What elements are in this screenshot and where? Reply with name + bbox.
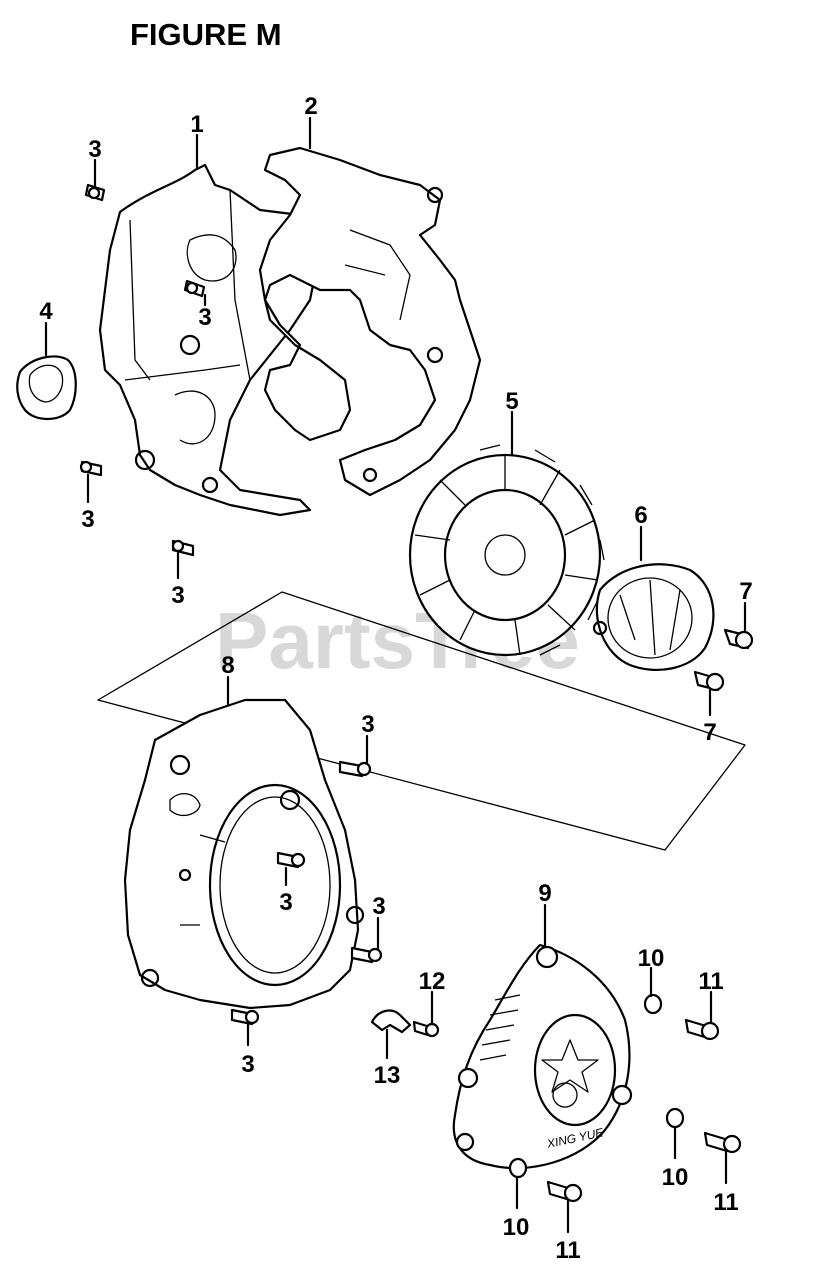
part-13-clip[interactable] xyxy=(370,1009,412,1034)
callout-6: 6 xyxy=(634,502,647,529)
callout-8: 8 xyxy=(221,652,234,679)
callout-7: 7 xyxy=(739,578,752,605)
callout-11: 11 xyxy=(713,1189,738,1216)
part-10-washer[interactable] xyxy=(643,993,663,1015)
part-3-bolt-b[interactable] xyxy=(183,279,206,298)
part-4-cap[interactable] xyxy=(16,355,77,421)
callout-3: 3 xyxy=(88,136,101,163)
part-10-washer-2[interactable] xyxy=(665,1107,685,1129)
part-2-housing-right[interactable] xyxy=(258,146,482,497)
callout-3: 3 xyxy=(198,304,211,331)
part-11-bolt[interactable] xyxy=(684,1018,720,1041)
leader-lines xyxy=(44,116,747,1234)
callout-11: 11 xyxy=(555,1237,580,1264)
part-3-bolt-g[interactable] xyxy=(350,946,383,964)
callout-11: 11 xyxy=(698,968,723,995)
part-11-bolt-3[interactable] xyxy=(546,1180,583,1203)
callout-3: 3 xyxy=(361,711,374,738)
callout-3: 3 xyxy=(279,889,292,916)
part-5-flywheel[interactable] xyxy=(408,444,605,657)
callout-labels: 1 2 3 3 3 3 3 3 3 3 4 5 6 7 7 8 9 10 10 … xyxy=(39,93,752,1264)
callout-2: 2 xyxy=(304,93,317,120)
callout-12: 12 xyxy=(419,968,446,995)
part-7-bolt-2[interactable] xyxy=(693,670,725,692)
part-3-bolt-a[interactable] xyxy=(84,183,106,202)
part-3-bolt-f[interactable] xyxy=(276,851,306,869)
part-9-recoil-starter[interactable]: XING YUE xyxy=(452,943,633,1170)
callout-3: 3 xyxy=(171,582,184,609)
callout-10: 10 xyxy=(503,1214,530,1241)
part-10-washer-3[interactable] xyxy=(508,1157,528,1179)
part-3-bolt-d[interactable] xyxy=(171,539,195,557)
part-3-bolt-e[interactable] xyxy=(338,760,372,778)
assembly-outline xyxy=(97,591,746,851)
callout-10: 10 xyxy=(662,1164,689,1191)
callout-5: 5 xyxy=(505,388,518,415)
callout-9: 9 xyxy=(538,880,551,907)
callout-3: 3 xyxy=(241,1051,254,1078)
part-8-fan-cover[interactable] xyxy=(123,698,365,1010)
part-12-screw[interactable] xyxy=(412,1020,440,1038)
callout-7: 7 xyxy=(703,719,716,746)
callout-3: 3 xyxy=(81,506,94,533)
callout-4: 4 xyxy=(39,298,53,325)
part-7-bolt[interactable] xyxy=(723,628,754,650)
callout-13: 13 xyxy=(374,1062,401,1089)
part-11-bolt-2[interactable] xyxy=(703,1131,742,1154)
part-6-clutch-cup[interactable] xyxy=(592,563,715,671)
figure-title: FIGURE M xyxy=(130,17,282,52)
part-3-bolt-h[interactable] xyxy=(230,1008,260,1026)
callout-3: 3 xyxy=(372,893,385,920)
part-3-bolt-c[interactable] xyxy=(79,460,103,477)
callout-1: 1 xyxy=(190,111,203,138)
callout-10: 10 xyxy=(638,945,665,972)
